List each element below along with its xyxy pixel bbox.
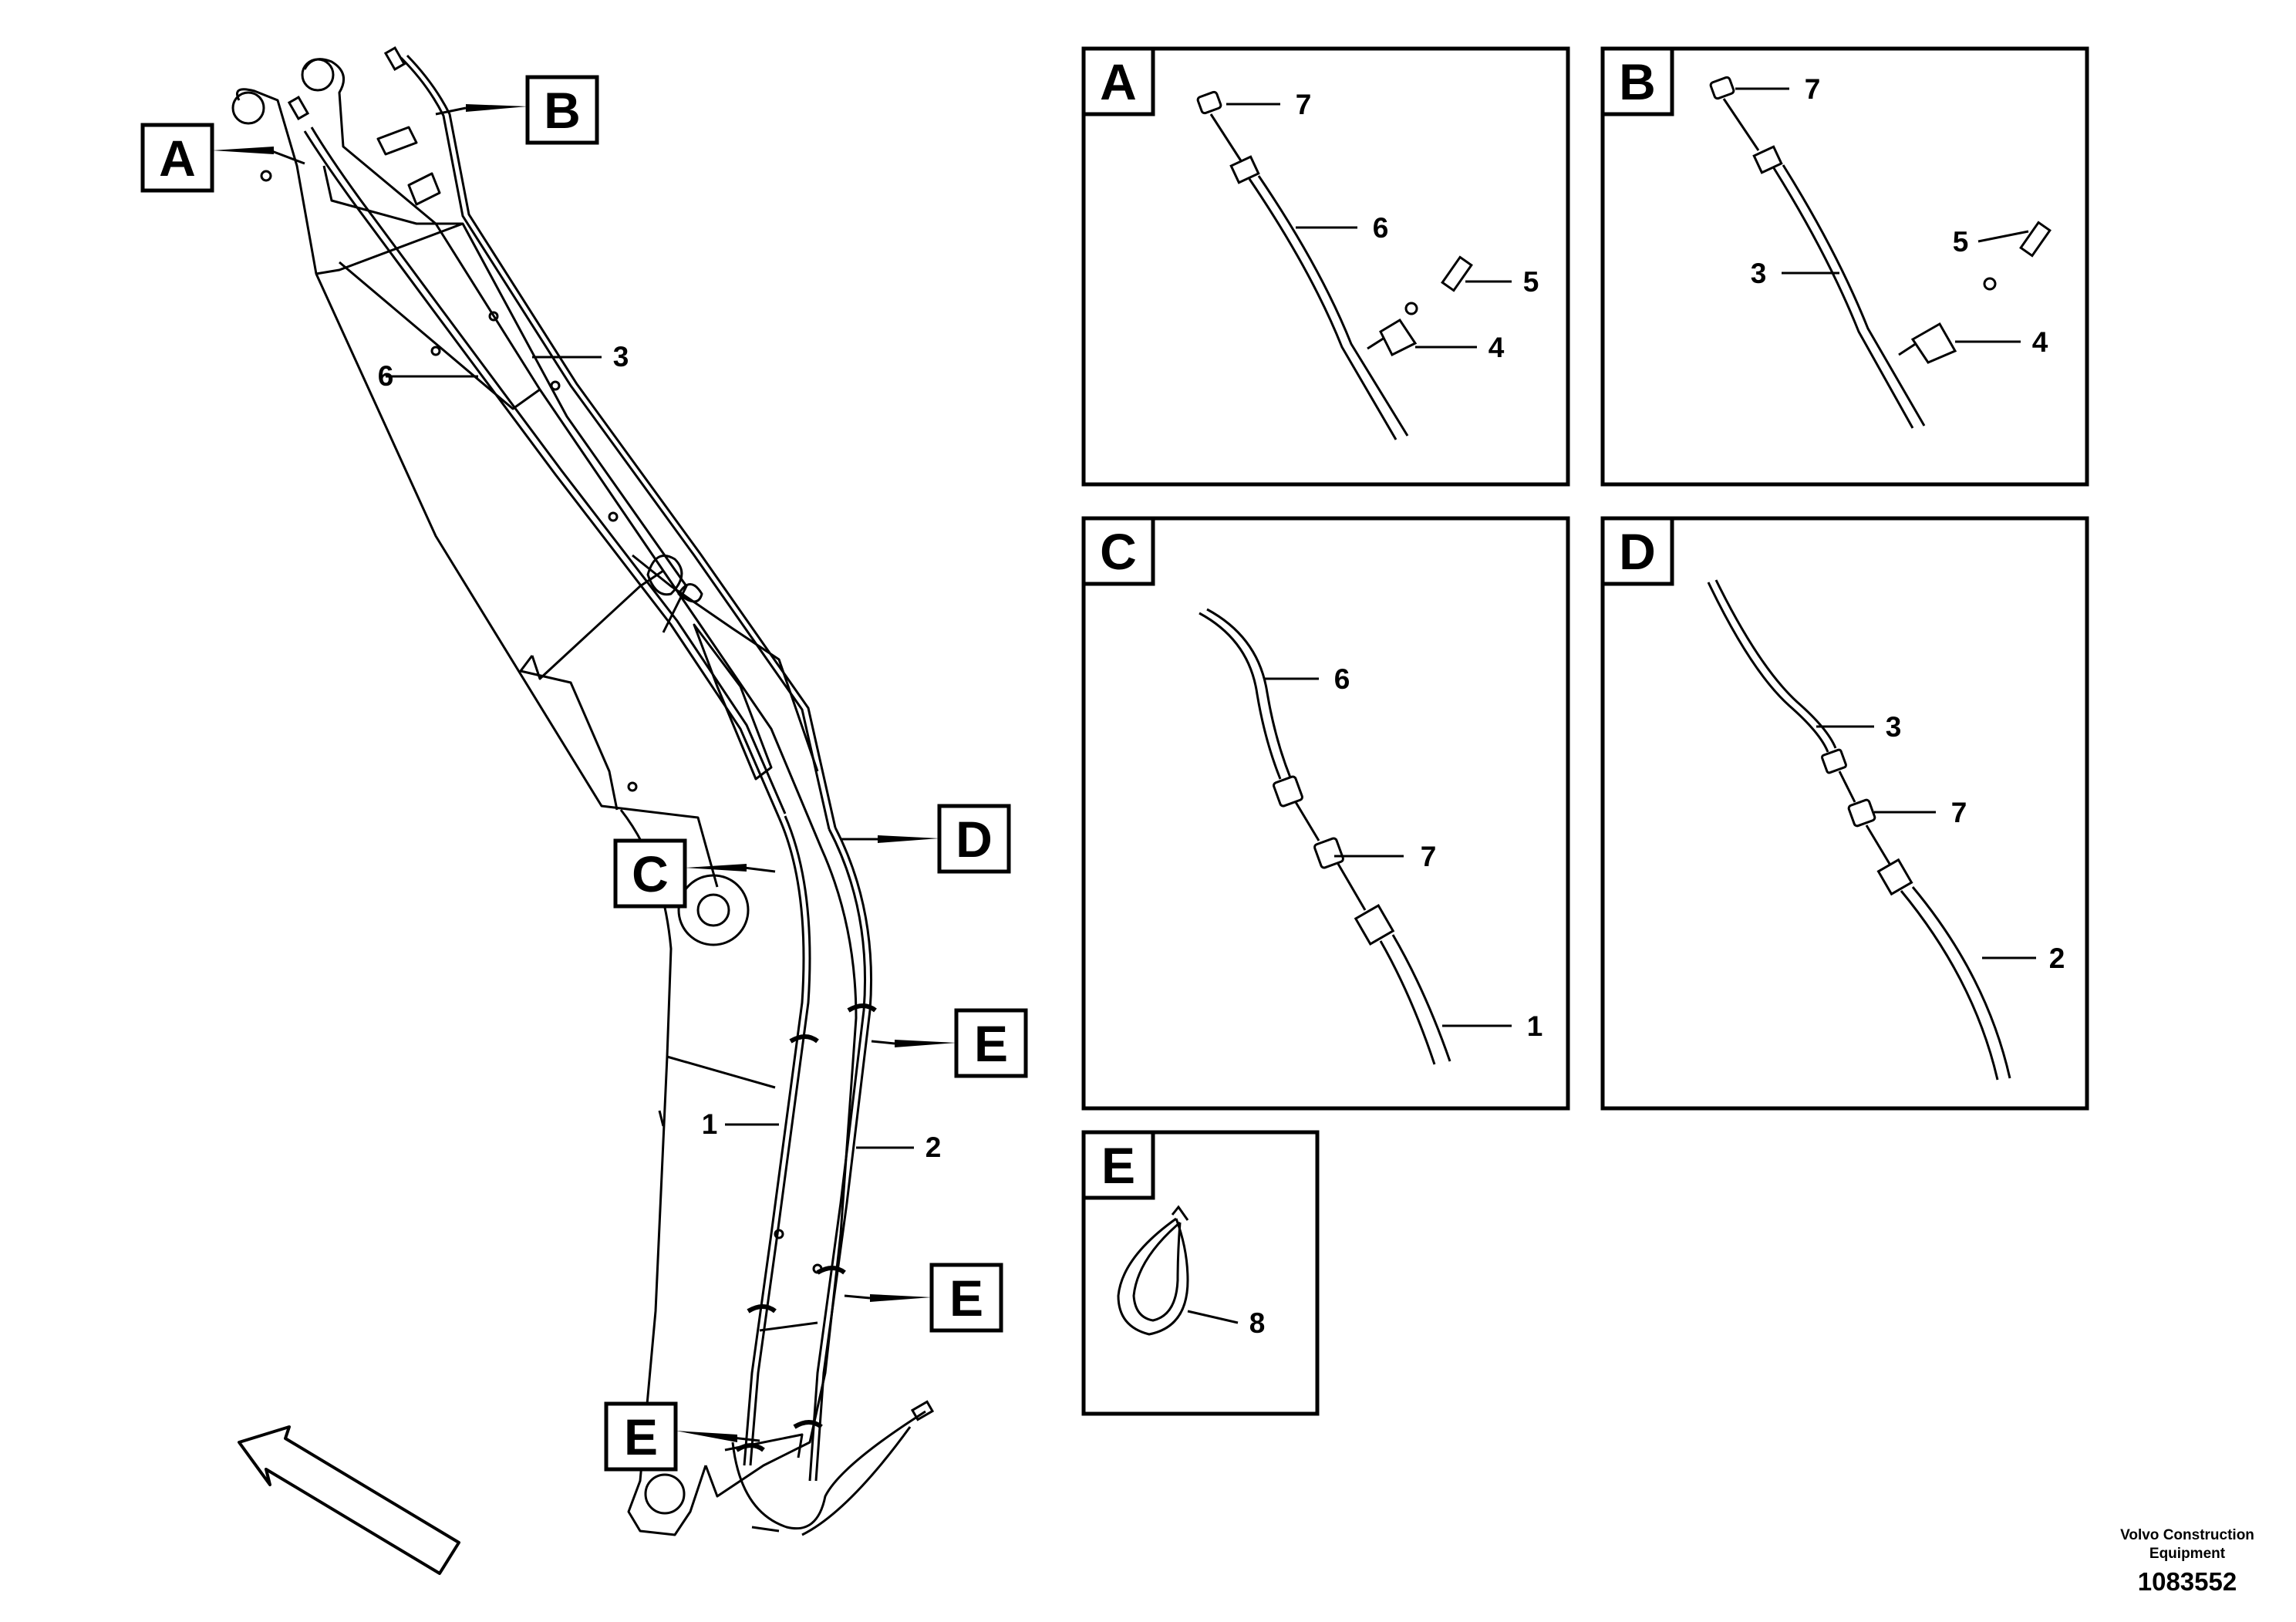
svg-text:B: B [544,82,581,139]
hose-lines [287,46,935,1536]
cable-tie-icon [1117,1205,1239,1336]
company-name-line2: Equipment [2149,1546,2226,1562]
view-C-letter: C [1100,523,1137,580]
view-C-label-6: 6 [1334,663,1350,695]
svg-text:E: E [624,1408,658,1465]
direction-arrow [238,1425,460,1575]
detail-view-B: B 7 3 5 4 [1600,46,2089,487]
view-E-label-8: 8 [1249,1307,1266,1339]
view-C-label-1: 1 [1527,1010,1543,1042]
footer: Volvo Construction Equipment 1083552 [2120,1527,2254,1596]
view-B-label-3: 3 [1751,258,1767,289]
svg-text:E: E [949,1270,983,1327]
svg-text:C: C [632,845,669,902]
detail-view-A: A 7 6 5 4 [1081,46,1570,487]
flag-D[interactable]: D [841,804,1011,874]
view-D-label-3: 3 [1886,711,1902,743]
flag-A[interactable]: A [140,123,305,193]
view-C-label-7: 7 [1421,841,1437,872]
view-A-label-7: 7 [1296,89,1312,120]
view-D-letter: D [1619,523,1656,580]
view-A-label-6: 6 [1373,212,1389,244]
view-A-letter: A [1100,53,1137,110]
flag-E1[interactable]: E [871,1008,1028,1078]
view-B-label-5: 5 [1953,226,1969,258]
flag-E2[interactable]: E [844,1263,1003,1333]
view-D-label-7: 7 [1951,797,1967,828]
detail-view-C: C 6 7 1 [1081,516,1570,1111]
view-B-label-4: 4 [2032,326,2048,358]
label-2: 2 [925,1131,942,1163]
view-E-letter: E [1101,1137,1135,1194]
detail-view-D: D 3 7 2 [1600,516,2089,1111]
detail-view-E: E 8 [1081,1130,1320,1416]
arm-assembly [231,58,858,1536]
label-3: 3 [613,341,629,373]
label-6: 6 [378,360,394,392]
main-callout-labels: 6 3 1 2 [378,341,942,1163]
flag-E3[interactable]: E [604,1401,760,1472]
svg-text:E: E [974,1015,1008,1072]
label-1: 1 [702,1108,718,1140]
view-B-letter: B [1619,53,1656,110]
flag-B[interactable]: B [435,75,599,145]
main-leaders [386,356,914,1149]
svg-text:D: D [956,811,993,868]
document-number: 1083552 [2138,1567,2237,1596]
view-B-label-7: 7 [1805,73,1821,105]
view-A-label-4: 4 [1489,332,1505,363]
svg-text:A: A [159,130,196,187]
company-name-line1: Volvo Construction [2120,1527,2254,1543]
flag-C[interactable]: C [613,838,776,909]
view-A-label-5: 5 [1523,266,1539,298]
view-D-label-2: 2 [2049,943,2065,974]
